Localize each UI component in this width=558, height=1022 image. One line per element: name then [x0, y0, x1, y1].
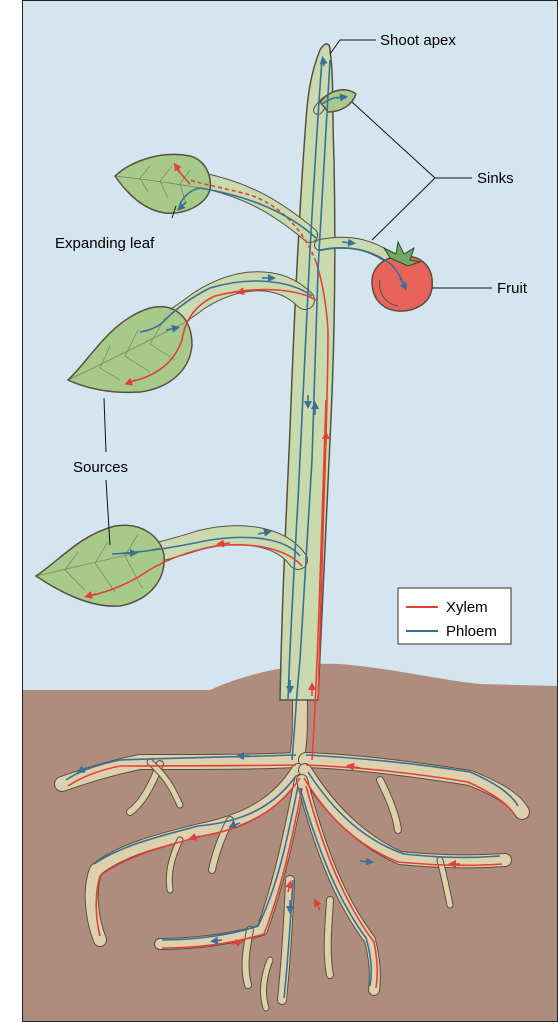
legend-xylem-label: Xylem [446, 599, 488, 616]
label-shoot-apex: Shoot apex [380, 32, 456, 49]
label-expanding-leaf: Expanding leaf [55, 235, 155, 252]
label-sources: Sources [73, 459, 128, 476]
label-sinks: Sinks [477, 170, 514, 187]
legend: Xylem Phloem [398, 588, 511, 644]
label-fruit: Fruit [497, 280, 528, 297]
legend-phloem-label: Phloem [446, 623, 497, 640]
